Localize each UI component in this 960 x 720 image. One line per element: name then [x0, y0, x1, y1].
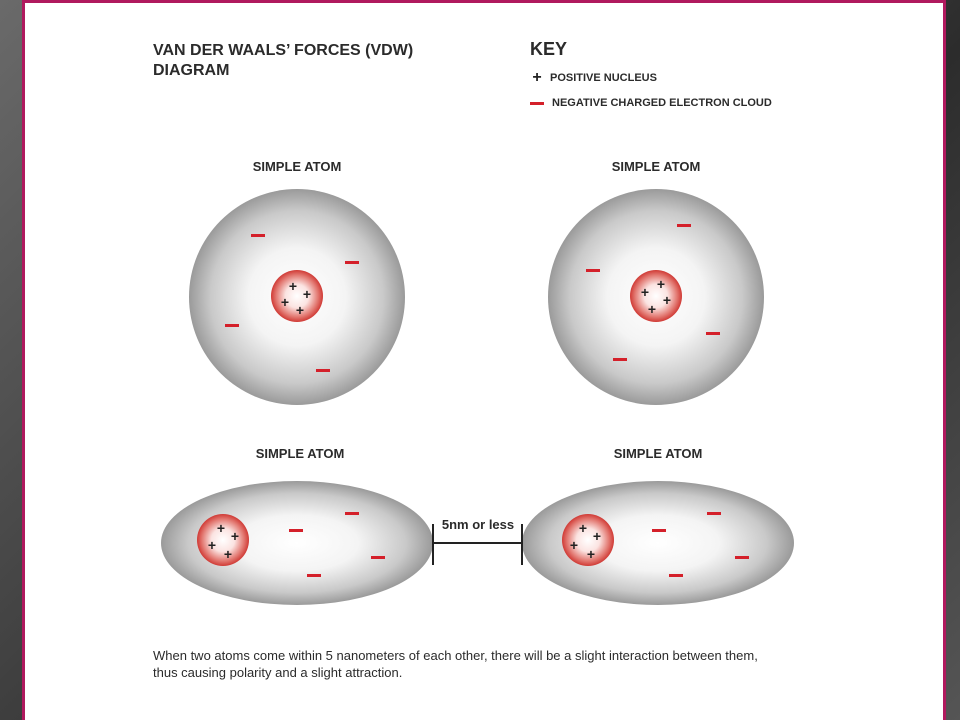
electron-cloud	[522, 481, 794, 605]
key-positive-label: POSITIVE NUCLEUS	[550, 72, 657, 84]
minus-icon	[530, 101, 544, 105]
svg-text:+: +	[281, 294, 289, 310]
svg-text:+: +	[303, 286, 311, 302]
nucleus	[562, 514, 614, 566]
nucleus	[271, 270, 323, 322]
distance-label-bg	[437, 515, 518, 537]
svg-text:+: +	[208, 537, 216, 553]
distance-bracket	[432, 524, 523, 565]
atom-top-left: ++ ++	[189, 189, 405, 405]
svg-text:+: +	[217, 520, 225, 536]
atom-label-top-left: SIMPLE ATOM	[252, 159, 342, 174]
negative-charges	[652, 512, 749, 577]
key-negative-row: NEGATIVE CHARGED ELECTRON CLOUD	[530, 97, 772, 109]
atom-bottom-right: ++ ++	[522, 481, 794, 605]
atom-label-top-right: SIMPLE ATOM	[611, 159, 701, 174]
plus-icon: +	[532, 69, 542, 86]
nucleus	[197, 514, 249, 566]
svg-text:+: +	[570, 537, 578, 553]
nucleus	[630, 270, 682, 322]
svg-text:+: +	[224, 546, 232, 562]
svg-text:+: +	[663, 292, 671, 308]
distance-label: 5nm or less	[441, 517, 515, 532]
svg-text:+: +	[296, 302, 304, 318]
svg-text:+: +	[593, 528, 601, 544]
svg-text:+: +	[579, 520, 587, 536]
positive-charges: ++ ++	[570, 520, 601, 562]
svg-text:+: +	[657, 276, 665, 292]
svg-text:+: +	[231, 528, 239, 544]
svg-text:+: +	[587, 546, 595, 562]
negative-charges	[289, 512, 385, 577]
electron-cloud	[161, 481, 433, 605]
key-negative-label: NEGATIVE CHARGED ELECTRON CLOUD	[552, 97, 772, 109]
negative-charges	[586, 224, 720, 361]
positive-charges: ++ ++	[208, 520, 239, 562]
negative-charges	[225, 234, 359, 372]
svg-text:+: +	[289, 278, 297, 294]
slide: VAN DER WAALS’ FORCES (VDW) DIAGRAM KEY …	[22, 0, 946, 720]
vdw-diagram: ++ ++ ++ ++	[161, 189, 794, 605]
positive-charges: ++ ++	[281, 278, 311, 318]
caption: When two atoms come within 5 nanometers …	[153, 648, 758, 680]
key-positive-row: + POSITIVE NUCLEUS	[530, 69, 657, 87]
key-heading: KEY	[530, 39, 568, 59]
atom-label-bottom-left: SIMPLE ATOM	[255, 446, 345, 461]
positive-charges: ++ ++	[641, 276, 671, 317]
atom-bottom-left: ++ ++	[161, 481, 433, 605]
svg-text:+: +	[648, 301, 656, 317]
svg-text:+: +	[641, 284, 649, 300]
atom-top-right: ++ ++	[548, 189, 764, 405]
diagram-title: VAN DER WAALS’ FORCES (VDW) DIAGRAM	[153, 42, 414, 79]
atom-label-bottom-right: SIMPLE ATOM	[613, 446, 703, 461]
